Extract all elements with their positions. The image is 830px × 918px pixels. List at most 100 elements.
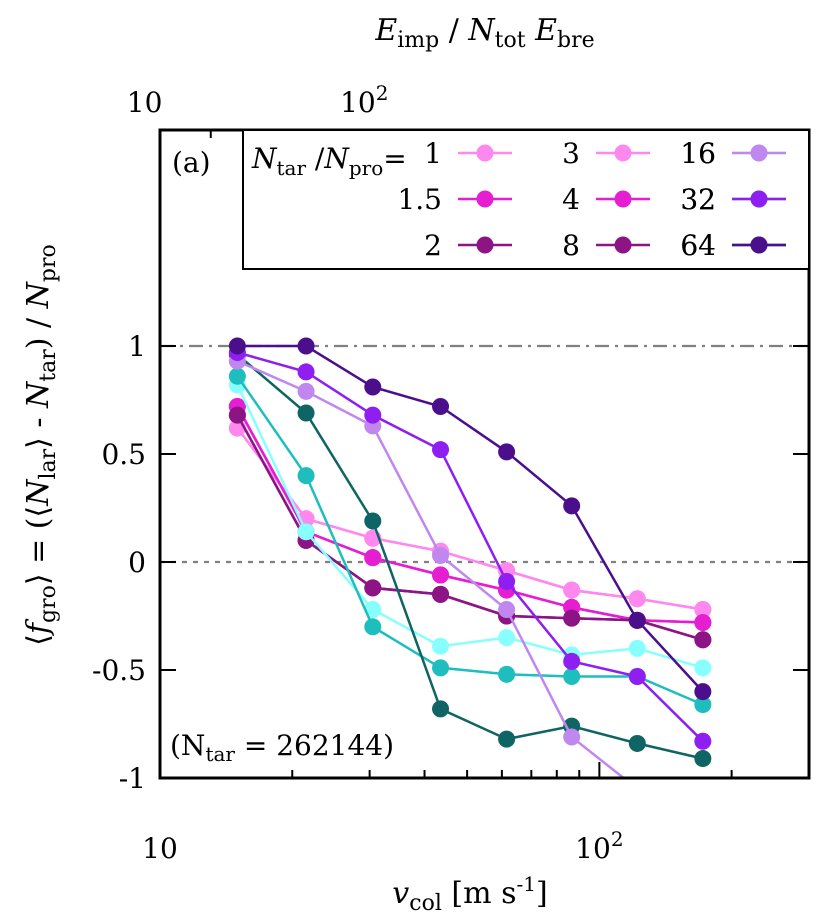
ticks: 10 102 1 10 102 1 0.5 0 -0.5 -1 xyxy=(92,81,810,865)
legend-entry-3: 3 xyxy=(562,137,650,170)
data-point xyxy=(364,549,382,567)
y-axis-title: ⟨fgro⟩ = (⟨Nlar⟩ - Ntar) / Npro xyxy=(21,244,61,646)
data-point xyxy=(629,780,646,797)
data-point xyxy=(498,665,516,683)
data-point xyxy=(432,637,450,655)
data-point xyxy=(297,363,315,381)
data-point xyxy=(694,750,712,768)
data-point xyxy=(563,497,581,515)
data-point xyxy=(628,611,646,629)
data-point xyxy=(628,667,646,685)
data-point xyxy=(694,659,712,677)
data-point xyxy=(694,601,712,619)
data-point xyxy=(432,441,450,459)
legend-entry-9: 16 xyxy=(680,137,786,170)
legend-label: 16 xyxy=(680,137,716,170)
data-point xyxy=(498,730,516,748)
data-point xyxy=(432,659,450,677)
data-point xyxy=(498,572,516,590)
data-point xyxy=(432,700,450,718)
legend-label: 3 xyxy=(562,137,580,170)
y-tick-label: 0.5 xyxy=(101,438,146,471)
data-point xyxy=(694,732,712,750)
data-point xyxy=(432,585,450,603)
series-line-11 xyxy=(237,344,704,693)
data-point xyxy=(297,523,315,541)
series-line-6 xyxy=(236,384,704,669)
data-point xyxy=(694,613,712,631)
data-point xyxy=(364,618,382,636)
top-tick-label: 10 xyxy=(127,86,163,119)
x-axis-title: vcol [m s-1] xyxy=(392,872,547,916)
legend-label: 1 xyxy=(424,137,442,170)
data-point xyxy=(228,337,246,355)
data-point xyxy=(297,467,315,485)
data-point xyxy=(563,667,581,685)
legend-entry-5: 8 xyxy=(562,229,650,262)
data-point xyxy=(628,734,646,752)
legend-label: 8 xyxy=(562,229,580,262)
data-point xyxy=(364,601,382,619)
data-point xyxy=(364,406,382,424)
data-point xyxy=(432,547,450,565)
data-point xyxy=(432,397,450,415)
series-line-7 xyxy=(236,375,704,706)
data-point xyxy=(498,629,516,647)
legend-label: 64 xyxy=(680,229,716,262)
data-point xyxy=(228,406,246,424)
data-point xyxy=(498,443,516,461)
data-point xyxy=(628,639,646,657)
series-8 xyxy=(228,346,712,768)
legend-label: 4 xyxy=(562,183,580,216)
data-point xyxy=(694,631,712,649)
series-7 xyxy=(228,367,712,714)
data-point xyxy=(628,590,646,608)
data-point xyxy=(364,579,382,597)
data-point xyxy=(563,728,581,746)
data-point xyxy=(364,512,382,530)
series-line-10 xyxy=(237,351,704,743)
data-point xyxy=(694,683,712,701)
data-point xyxy=(563,581,581,599)
legend-label: 1.5 xyxy=(397,183,442,216)
legend-label: 64 xyxy=(680,229,716,262)
series-line-3 xyxy=(236,427,704,611)
data-point xyxy=(364,378,382,396)
legend-entry-1: 1.5 xyxy=(397,183,512,216)
data-point xyxy=(694,696,712,714)
data-point xyxy=(432,566,450,584)
y-tick-label: 1 xyxy=(128,330,146,363)
y-tick-label: -0.5 xyxy=(92,654,146,687)
legend-entry-11: 64 xyxy=(680,229,786,262)
data-point xyxy=(297,337,315,355)
top-tick-label: 102 xyxy=(340,81,388,119)
data-point xyxy=(498,601,516,619)
top-axis-title: Eimp / Ntot Ebre xyxy=(374,13,594,53)
data-point xyxy=(297,404,315,422)
data-point xyxy=(563,652,581,670)
sample-size-annotation: (Ntar = 262144) xyxy=(170,729,394,766)
data-point xyxy=(228,367,246,385)
legend-entry-10: 32 xyxy=(680,183,786,216)
panel-label: (a) xyxy=(172,146,211,179)
legend-entry-0: 1 xyxy=(424,137,512,170)
series-layer xyxy=(228,337,712,797)
data-point xyxy=(297,382,315,400)
series-line-5 xyxy=(236,414,704,641)
x-tick-label: 102 xyxy=(575,827,623,865)
data-point xyxy=(563,609,581,627)
y-tick-label: -1 xyxy=(119,762,146,795)
series-11 xyxy=(228,337,712,701)
x-tick-label: 10 xyxy=(142,832,178,865)
legend-entry-2: 2 xyxy=(424,229,512,262)
y-tick-label: 0 xyxy=(128,546,146,579)
legend-box xyxy=(242,129,810,270)
legend-label: 32 xyxy=(680,183,716,216)
series-6 xyxy=(228,376,712,677)
legend-label: 16 xyxy=(680,137,716,170)
legend-prefix: Ntar /Npro= xyxy=(251,142,407,180)
series-line-8 xyxy=(236,353,704,760)
legend-label: 32 xyxy=(680,183,716,216)
